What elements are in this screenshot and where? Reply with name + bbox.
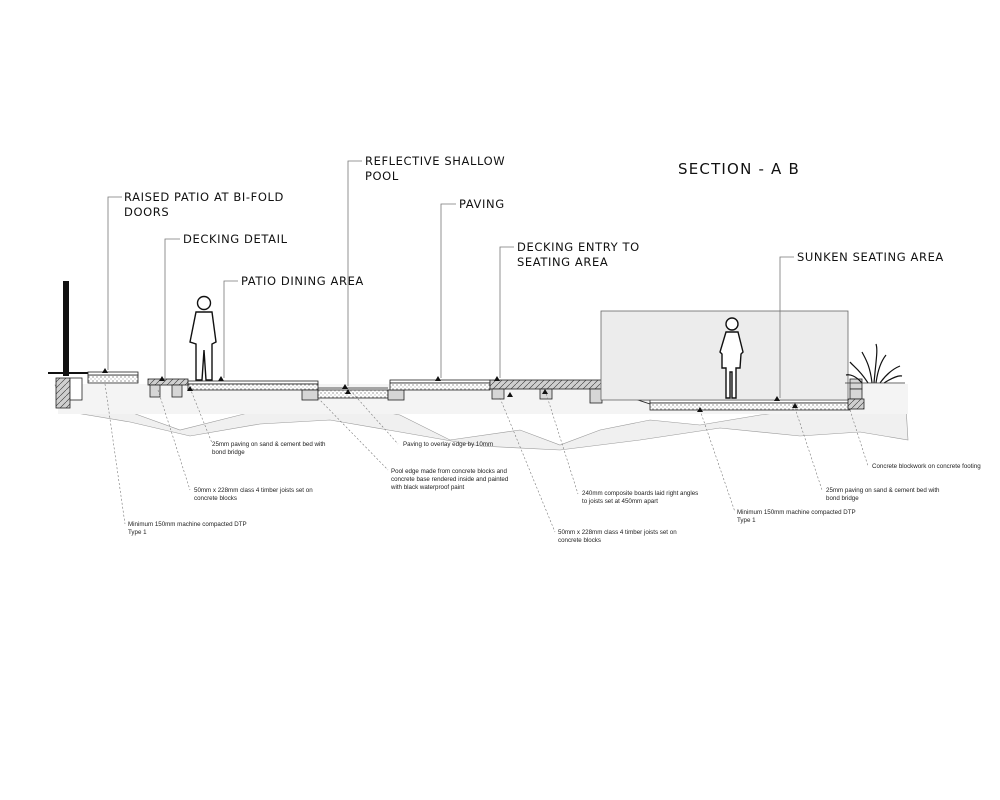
note-dtp-right-line1: Minimum 150mm machine compacted DTP: [737, 509, 856, 516]
note-pool-edge-line1: Pool edge made from concrete blocks and: [391, 468, 507, 475]
retaining-footing: [847, 398, 865, 410]
arrow-markers: [102, 368, 798, 412]
note-joists-right-line1: 50mm x 228mm class 4 timber joists set o…: [558, 529, 677, 536]
pool-edge-right: [387, 389, 405, 401]
decking-entry-block-1: [491, 388, 505, 400]
label-paving: PAVING: [459, 197, 505, 211]
note-joists-left-line1: 50mm x 228mm class 4 timber joists set o…: [194, 487, 313, 494]
patio-dining-paving: [187, 380, 319, 385]
paving-bed: [389, 382, 491, 391]
label-sunken-seating: SUNKEN SEATING AREA: [797, 250, 944, 264]
label-pool-line2: POOL: [365, 169, 399, 183]
leader-sunken: [779, 256, 794, 398]
decking-block-2: [171, 384, 183, 398]
patio-dining-bed: [187, 383, 319, 391]
label-decking-detail: DECKING DETAIL: [183, 232, 288, 246]
pool-edge-left: [301, 389, 319, 401]
leader-decking-entry: [499, 246, 514, 378]
note-paving-right-line1: 25mm paving on sand & cement bed with: [826, 487, 940, 494]
label-raised-patio-line1: RAISED PATIO AT BI-FOLD: [124, 190, 284, 204]
label-decking-entry-line1: DECKING ENTRY TO: [517, 240, 640, 254]
note-paving-bed-line2: bond bridge: [212, 449, 245, 456]
note-composite-line2: to joists set at 450mm apart: [582, 498, 658, 505]
pool-base: [317, 389, 389, 399]
planting-icon: [845, 343, 903, 384]
leader-pool: [347, 160, 362, 386]
note-paving-right-line2: bond bridge: [826, 495, 859, 502]
dash-paving-bed: [189, 387, 213, 444]
note-blockwork: Concrete blockwork on concrete footing: [872, 463, 981, 470]
decking-entry-block-3: [589, 388, 603, 404]
dash-dtp-right: [699, 409, 736, 513]
label-patio-dining: PATIO DINING AREA: [241, 274, 364, 288]
section-title: SECTION - A B: [678, 160, 800, 178]
dash-overlay: [349, 389, 399, 445]
label-decking-entry-line2: SEATING AREA: [517, 255, 608, 269]
sunken-paving: [649, 399, 851, 404]
retaining-block-mid: [849, 388, 863, 400]
leader-decking-detail: [164, 238, 180, 378]
note-pool-edge-line2: concrete base rendered inside and painte…: [391, 476, 509, 483]
decking-boards: [147, 378, 189, 386]
dash-joists-right: [499, 397, 556, 533]
dash-blockwork: [849, 409, 869, 467]
note-dtp-left-line2: Type 1: [128, 529, 147, 536]
leader-paving: [440, 203, 456, 378]
label-pool-line1: REFLECTIVE SHALLOW: [365, 154, 505, 168]
note-dtp-left-line1: Minimum 150mm machine compacted DTP: [128, 521, 247, 528]
note-overlay: Paving to overlay edge by 10mm: [403, 441, 493, 448]
note-joists-left-line2: concrete blocks: [194, 495, 237, 502]
wall-footing: [55, 377, 71, 409]
leader-patio-dining: [223, 280, 238, 378]
dash-dtp-left: [104, 383, 126, 525]
sunken-bed: [649, 402, 851, 411]
wall-post: [63, 281, 69, 376]
decking-block-1: [149, 384, 161, 398]
dash-joists-left: [157, 389, 191, 491]
note-paving-bed-line1: 25mm paving on sand & cement bed with: [212, 441, 326, 448]
person-silhouette-right: [719, 317, 744, 399]
label-raised-patio-line2: DOORS: [124, 205, 169, 219]
note-dtp-right-line2: Type 1: [737, 517, 756, 524]
note-pool-edge-line3: with black waterproof paint: [390, 484, 465, 491]
note-joists-right-line2: concrete blocks: [558, 537, 601, 544]
wall-block: [69, 377, 83, 401]
raised-patio-slab: [87, 374, 139, 384]
decking-entry-boards: [489, 379, 606, 390]
raised-patio-paving: [87, 371, 139, 376]
leader-raised-patio: [107, 196, 122, 370]
note-composite-line1: 240mm composite boards laid right angles: [582, 490, 698, 497]
person-silhouette-left: [189, 295, 217, 381]
dash-pool-edge: [317, 397, 389, 471]
